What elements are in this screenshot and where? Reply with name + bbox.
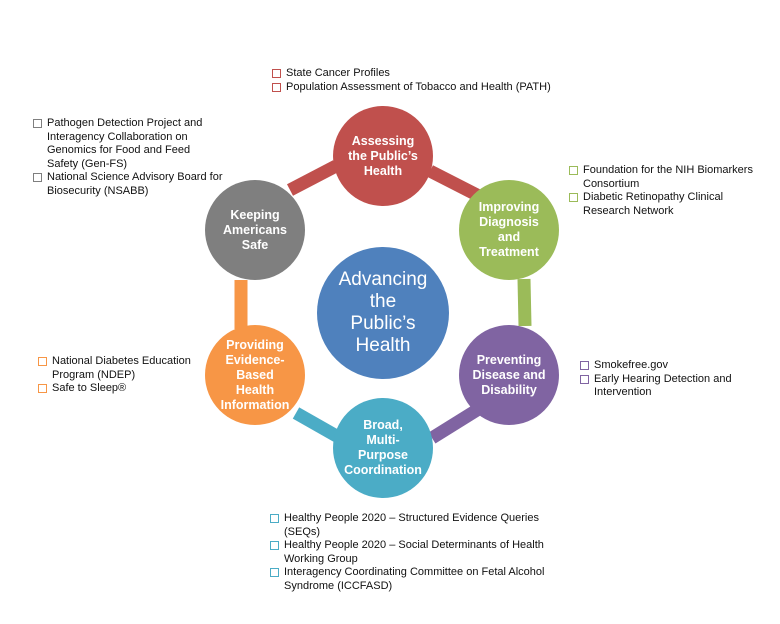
list-item: Interagency Coordinating Committee on Fe… <box>270 566 550 593</box>
list-item: Safe to Sleep® <box>38 382 198 396</box>
list-evidence: National Diabetes Education Program (NDE… <box>38 355 198 396</box>
checkbox-icon <box>569 166 578 175</box>
node-safe[interactable]: Keeping Americans Safe <box>205 180 305 280</box>
list-safe: Pathogen Detection Project and Interagen… <box>33 117 223 198</box>
list-item: Diabetic Retinopathy Clinical Research N… <box>569 191 769 218</box>
list-item: National Science Advisory Board for Bios… <box>33 171 223 198</box>
list-item: State Cancer Profiles <box>272 67 562 81</box>
list-coordination: Healthy People 2020 – Structured Evidenc… <box>270 512 550 593</box>
node-preventing[interactable]: Preventing Disease and Disability <box>459 325 559 425</box>
checkbox-icon <box>33 119 42 128</box>
list-improving: Foundation for the NIH Biomarkers Consor… <box>569 164 769 218</box>
checkbox-icon <box>33 173 42 182</box>
list-item: Healthy People 2020 – Social Determinant… <box>270 539 550 566</box>
checkbox-icon <box>270 568 279 577</box>
node-improving[interactable]: Improving Diagnosis and Treatment <box>459 180 559 280</box>
list-item: National Diabetes Education Program (NDE… <box>38 355 198 382</box>
list-item: Healthy People 2020 – Structured Evidenc… <box>270 512 550 539</box>
node-coordination[interactable]: Broad, Multi- Purpose Coordination <box>333 398 433 498</box>
node-evidence[interactable]: Providing Evidence- Based Health Informa… <box>205 325 305 425</box>
checkbox-icon <box>569 193 578 202</box>
checkbox-icon <box>38 384 47 393</box>
list-assessing: State Cancer Profiles Population Assessm… <box>272 67 562 94</box>
checkbox-icon <box>270 514 279 523</box>
connector-coordination-evidence <box>292 407 344 444</box>
list-item: Early Hearing Detection and Intervention <box>580 373 745 400</box>
list-preventing: Smokefree.gov Early Hearing Detection an… <box>580 359 745 400</box>
connector-assessing-improving <box>427 165 480 201</box>
connector-improving-preventing <box>517 278 532 327</box>
list-item: Population Assessment of Tobacco and Hea… <box>272 81 562 95</box>
center-circle: Advancing the Public’s Health <box>317 247 449 379</box>
connector-safe-assessing <box>286 160 340 196</box>
checkbox-icon <box>272 82 281 92</box>
checkbox-icon <box>272 69 281 78</box>
checkbox-icon <box>580 374 589 384</box>
list-item: Foundation for the NIH Biomarkers Consor… <box>569 164 769 191</box>
checkbox-icon <box>38 357 47 366</box>
connector-preventing-coordination <box>428 404 481 444</box>
node-assessing[interactable]: Assessing the Public’s Health <box>333 106 433 206</box>
checkbox-icon <box>580 361 589 370</box>
checkbox-icon <box>270 541 279 550</box>
list-item: Smokefree.gov <box>580 359 745 373</box>
list-item: Pathogen Detection Project and Interagen… <box>33 117 223 171</box>
